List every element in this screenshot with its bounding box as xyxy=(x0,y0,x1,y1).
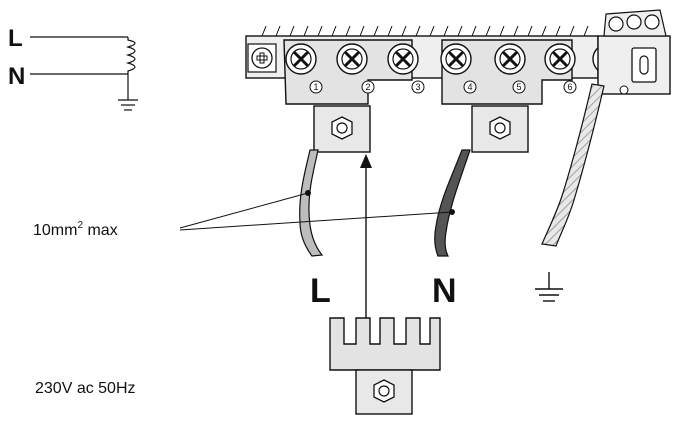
svg-text:3: 3 xyxy=(415,82,420,92)
earth-ground-icon xyxy=(535,272,563,302)
screw-icon xyxy=(440,43,472,75)
svg-text:5: 5 xyxy=(516,82,521,92)
svg-text:4: 4 xyxy=(467,82,472,92)
ground-icon xyxy=(118,99,138,111)
terminal-number-6: 6 xyxy=(563,80,577,94)
terminal-number-5: 5 xyxy=(512,80,526,94)
screw-icon xyxy=(336,43,368,75)
terminal-number-1: 1 xyxy=(309,80,323,94)
terminal-number-2: 2 xyxy=(361,80,375,94)
earth-cable xyxy=(541,83,605,247)
live-lead-label: L xyxy=(310,272,331,310)
screw-icon xyxy=(285,43,317,75)
cable-size-callout xyxy=(179,190,455,231)
terminal-block: 1 2 3 4 5 6 xyxy=(245,9,671,153)
cables xyxy=(299,83,605,257)
svg-text:6: 6 xyxy=(567,82,572,92)
screw-icon xyxy=(247,43,277,73)
neutral-clamp-plate xyxy=(471,105,529,153)
neutral-cable xyxy=(434,149,471,257)
svg-text:1: 1 xyxy=(313,82,318,92)
svg-text:2: 2 xyxy=(365,82,370,92)
earth-terminal xyxy=(597,9,671,95)
bridge-clamp xyxy=(329,317,441,415)
schematic-line-label: L xyxy=(8,25,23,52)
schematic-neutral-label: N xyxy=(8,63,25,90)
terminal-number-4: 4 xyxy=(463,80,477,94)
terminal-number-3: 3 xyxy=(411,80,425,94)
screw-icon xyxy=(544,43,576,75)
screw-icon xyxy=(387,43,419,75)
terminal-number-list: 1 2 3 4 5 6 xyxy=(309,80,577,94)
screw-icon xyxy=(494,43,526,75)
live-clamp-plate xyxy=(313,105,371,153)
supply-rating-label: 230V ac 50Hz xyxy=(35,380,136,397)
neutral-lead-label: N xyxy=(432,272,457,310)
resistor-icon xyxy=(125,37,136,100)
arrow-icon xyxy=(360,154,372,338)
cable-size-label: 10mm2 max xyxy=(33,220,118,239)
live-cable xyxy=(299,149,324,257)
schematic: L N xyxy=(8,25,138,111)
